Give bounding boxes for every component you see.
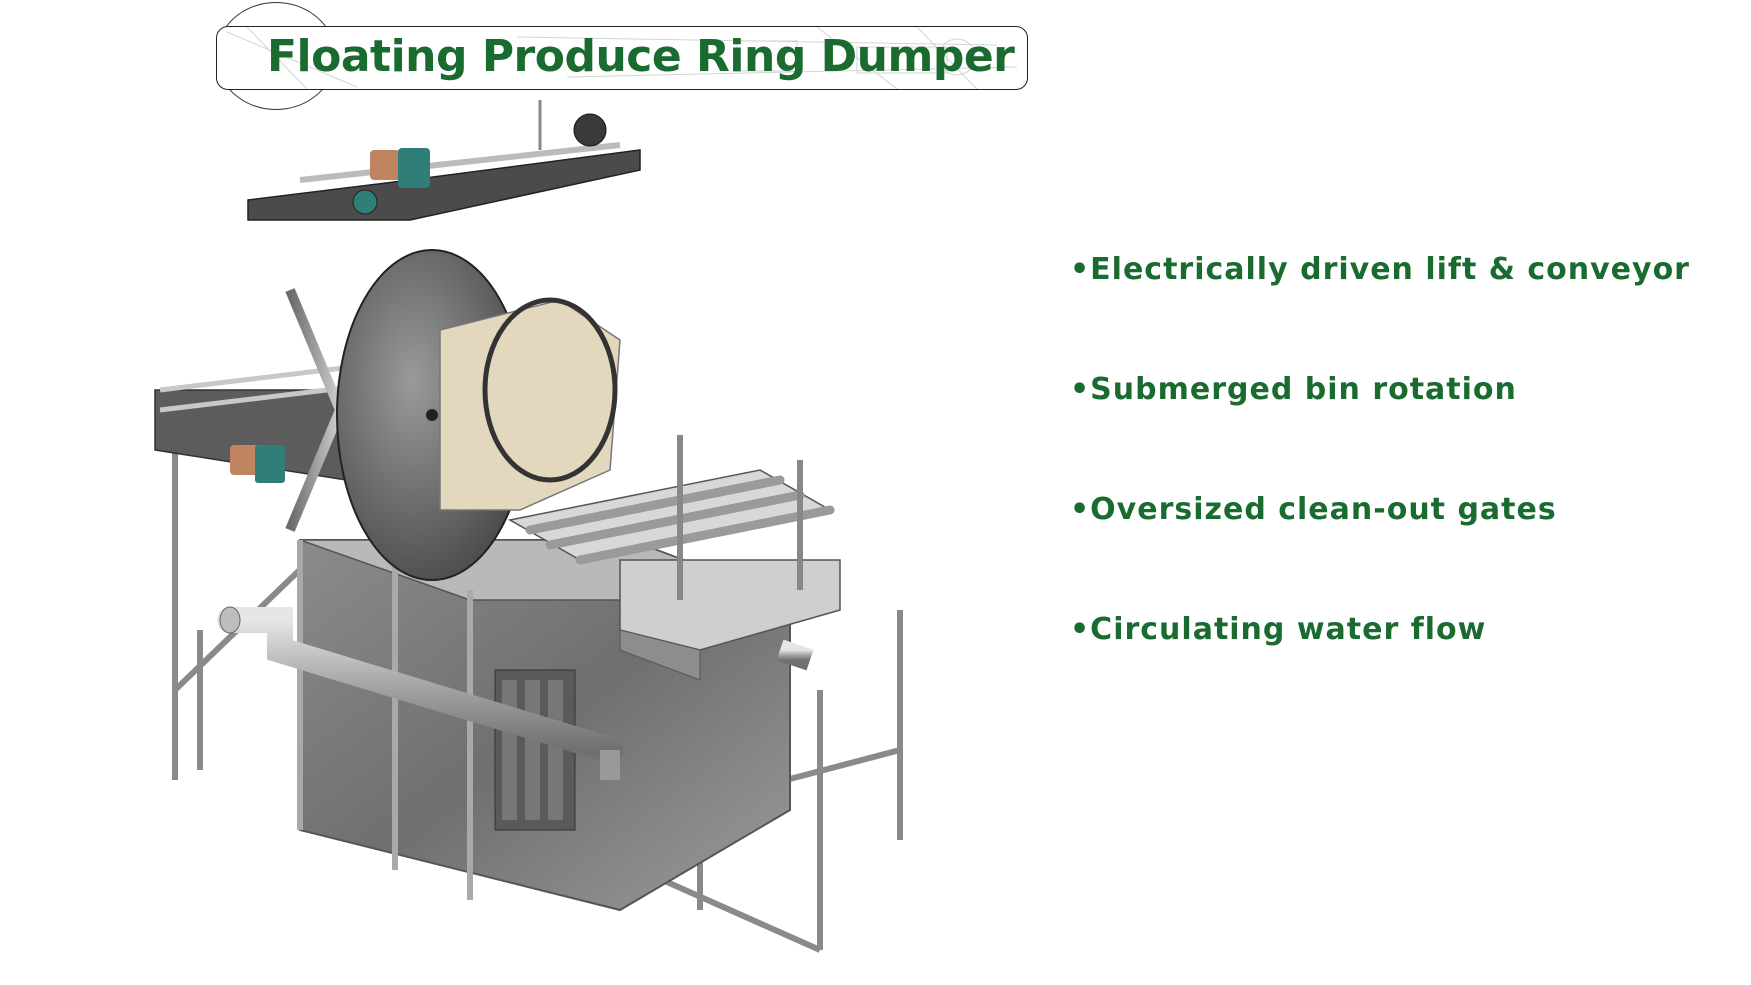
lift-motor-icon	[370, 150, 400, 180]
page-title: Floating Produce Ring Dumper	[267, 31, 1015, 82]
feature-item-clean-out-gates: •Oversized clean-out gates	[1070, 492, 1557, 527]
blueprint-sketch-background	[226, 27, 1018, 89]
circulation-pipe	[217, 606, 814, 780]
feature-item-bin-rotation: •Submerged bin rotation	[1070, 372, 1517, 407]
gearbox-icon	[398, 148, 430, 188]
produce-bin	[439, 299, 621, 511]
ring-dumper-illustration	[154, 100, 903, 953]
feature-item-water-flow: •Circulating water flow	[1070, 612, 1487, 647]
title-banner: Floating Produce Ring Dumper	[216, 26, 1028, 90]
feature-item-lift-conveyor: •Electrically driven lift & conveyor	[1070, 252, 1690, 287]
rotating-ring-bin	[336, 249, 621, 581]
discharge-flume	[619, 559, 841, 651]
top-drive-deck	[247, 100, 641, 221]
clean-out-gates	[494, 669, 576, 831]
right-discharge-conveyor	[507, 435, 835, 600]
